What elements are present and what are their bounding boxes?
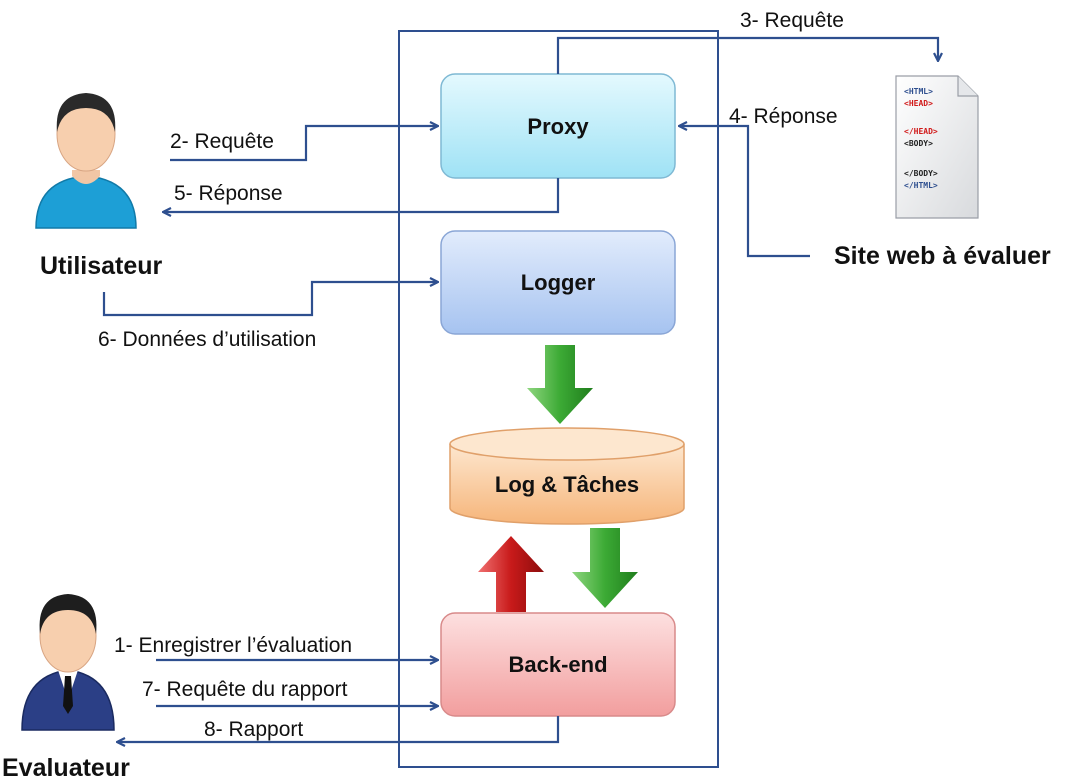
evaluator-label: Evaluateur	[2, 754, 130, 779]
storage-to-backend-arrow	[572, 528, 638, 608]
tag-head-close: </HEAD>	[904, 127, 938, 136]
flow-8-line	[118, 716, 560, 742]
user-label: Utilisateur	[40, 252, 163, 280]
logger-label: Logger	[521, 270, 596, 295]
storage-cylinder: Log & Tâches	[449, 427, 685, 525]
logger-box: Logger	[440, 230, 676, 335]
tag-html-open: <HTML>	[904, 87, 933, 96]
tag-body-close: </BODY>	[904, 169, 938, 178]
flow-3-line	[556, 36, 938, 74]
website-document-icon: <HTML> <HEAD> </HEAD> <BODY> </BODY> </H…	[895, 75, 979, 219]
proxy-label: Proxy	[527, 114, 589, 139]
flow-7-label: 7- Requête du rapport	[142, 678, 348, 701]
flow-6-line	[102, 282, 437, 317]
website-label: Site web à évaluer	[834, 242, 1051, 270]
proxy-box: Proxy	[440, 73, 676, 179]
flow-2-line	[170, 126, 437, 162]
tag-body-open: <BODY>	[904, 139, 933, 148]
flow-8-label: 8- Rapport	[204, 718, 303, 741]
flow-4-label: 4- Réponse	[729, 105, 838, 128]
flow-5-line	[164, 178, 560, 212]
tag-head-open: <HEAD>	[904, 99, 933, 108]
flow-6-label: 6- Données d’utilisation	[98, 328, 316, 351]
backend-to-storage-arrow	[478, 536, 544, 612]
tag-html-close: </HTML>	[904, 181, 938, 190]
flow-1-label: 1- Enregistrer l’évaluation	[114, 634, 352, 657]
logger-to-storage-arrow	[527, 345, 593, 424]
storage-label: Log & Tâches	[495, 472, 639, 497]
evaluator-icon	[21, 594, 115, 731]
flow-4-line	[680, 126, 810, 258]
user-icon	[35, 93, 137, 229]
backend-box: Back-end	[440, 612, 676, 717]
flow-5-label: 5- Réponse	[174, 182, 283, 205]
system-boundary	[398, 30, 719, 768]
flow-3-label: 3- Requête	[740, 9, 844, 32]
backend-label: Back-end	[508, 652, 607, 677]
flow-2-label: 2- Requête	[170, 130, 274, 153]
